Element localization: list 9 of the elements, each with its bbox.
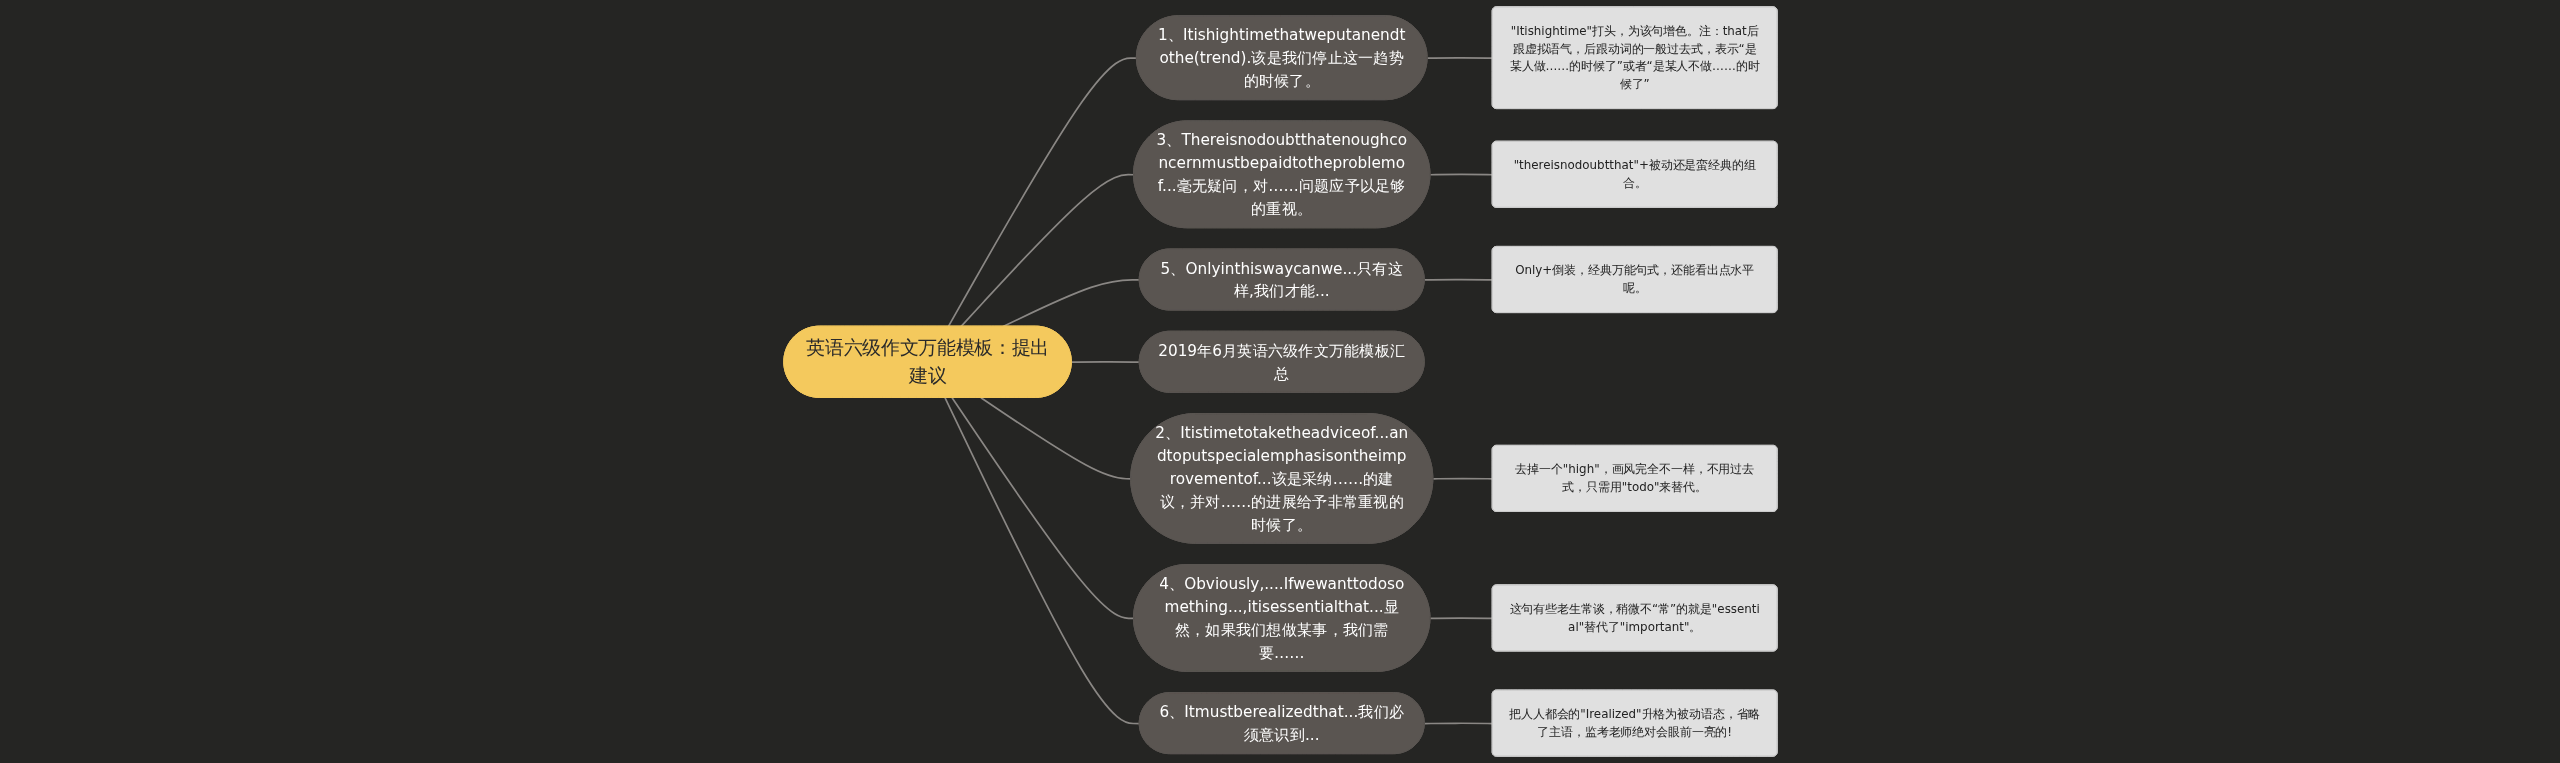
connector: [950, 396, 1135, 620]
connector: [1431, 477, 1493, 480]
connector: [1429, 173, 1493, 176]
connector: [1423, 278, 1493, 281]
connector: [959, 173, 1135, 328]
connector: [1426, 57, 1493, 59]
connector: [1429, 617, 1493, 620]
connector: [1423, 722, 1493, 725]
connector: [979, 396, 1132, 480]
